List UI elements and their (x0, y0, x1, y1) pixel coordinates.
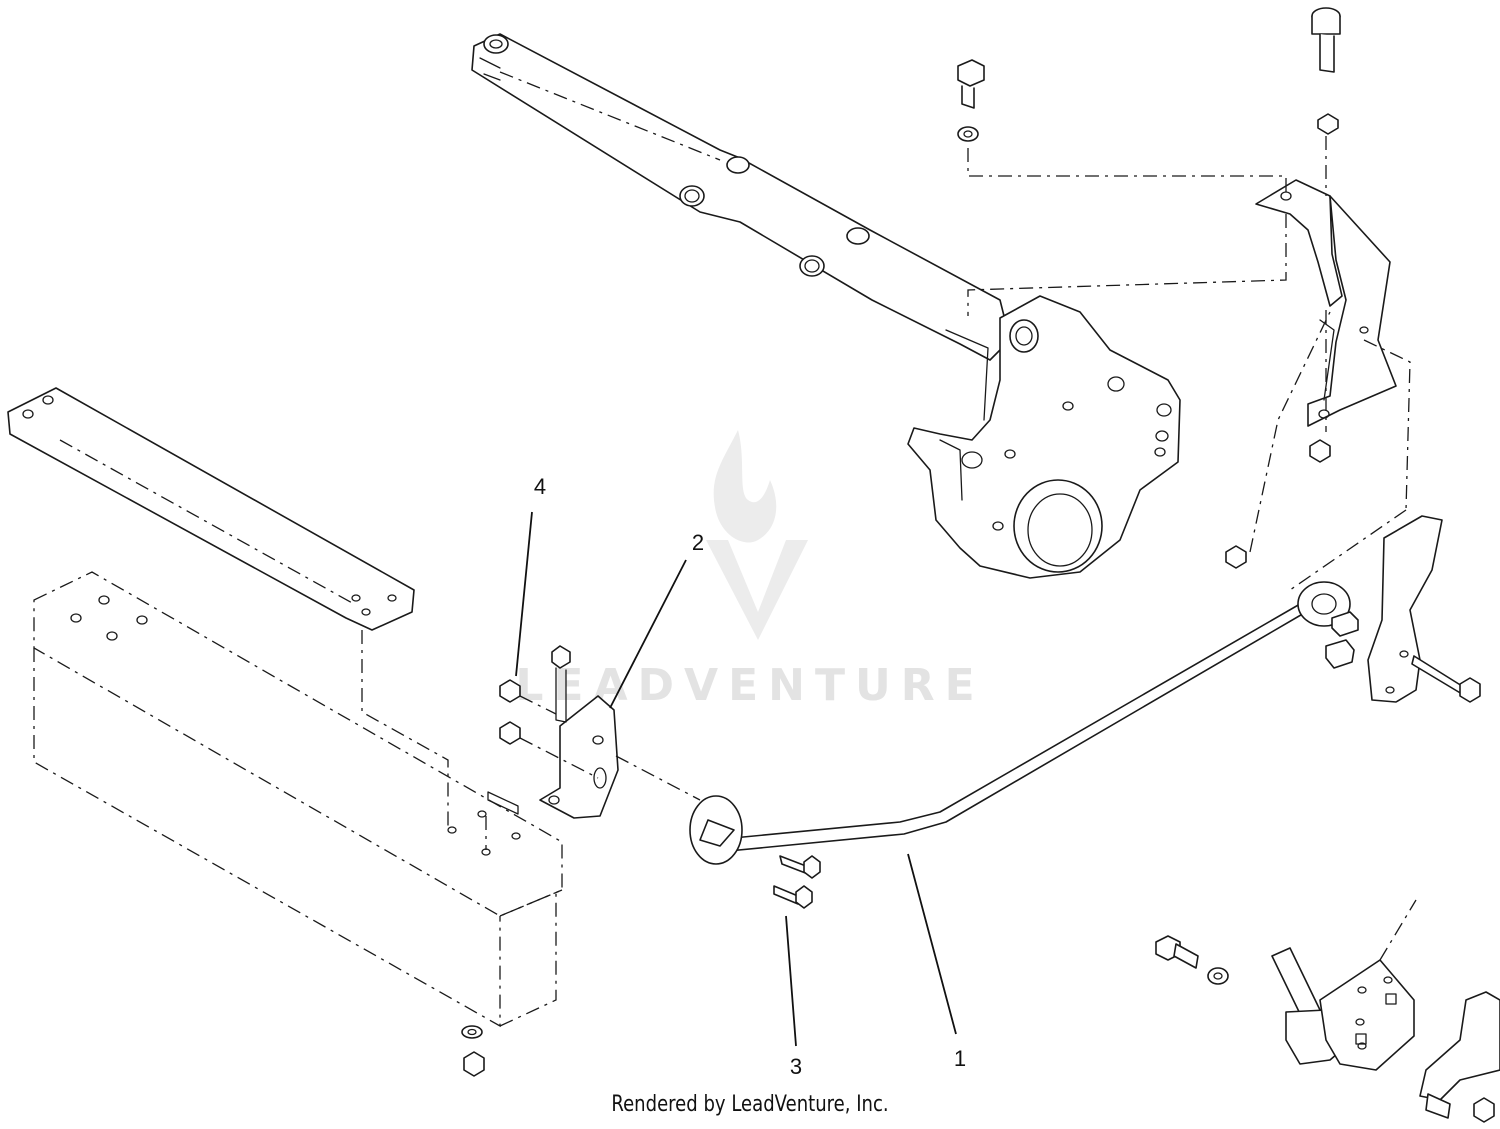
leader-2 (609, 559, 687, 709)
weight-box (33, 571, 563, 1028)
watermark: LEADVENTURE (515, 430, 984, 711)
assembly-lines-upper (499, 71, 1411, 591)
callout-4: 4 (534, 474, 546, 499)
callout-2: 2 (692, 530, 704, 555)
watermark-logo-icon (706, 430, 808, 640)
callout-3: 3 (790, 1054, 802, 1079)
lift-rod (689, 581, 1359, 909)
callouts: 4 2 3 1 (534, 474, 966, 1079)
watermark-text: LEADVENTURE (515, 660, 984, 711)
leader-3 (785, 915, 797, 1047)
leader-4 (515, 511, 533, 677)
mounting-bracket (1255, 179, 1397, 427)
pivot-arm (471, 33, 1011, 361)
hardware-top (957, 7, 1341, 569)
lower-right-assembly (1155, 899, 1500, 1123)
spindle-housing (907, 295, 1181, 579)
render-credit: Rendered by LeadVenture, Inc. (611, 1092, 889, 1117)
hardware-lower-left (461, 1025, 485, 1077)
leader-lines (515, 511, 957, 1047)
side-plate (1367, 515, 1481, 703)
callout-1: 1 (954, 1046, 966, 1071)
angle-bracket (499, 645, 701, 819)
leader-1 (907, 853, 957, 1035)
frame-plate (7, 387, 449, 828)
